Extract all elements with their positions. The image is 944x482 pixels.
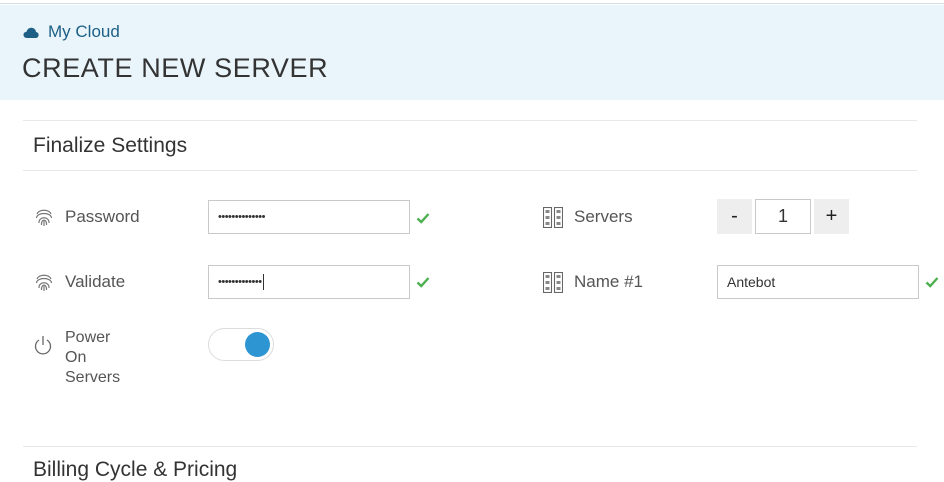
servers-label: Servers [542, 206, 633, 228]
section-divider [23, 446, 917, 447]
power-label-line: Servers [65, 369, 121, 386]
name-check-icon [925, 277, 939, 288]
name-label-text: Name #1 [574, 272, 643, 291]
power-icon [33, 334, 53, 361]
page-header: My Cloud CREATE NEW SERVER [0, 5, 944, 100]
server-name-input[interactable] [717, 265, 919, 299]
billing-section-title: Billing Cycle & Pricing [33, 458, 238, 481]
password-input[interactable]: •••••••••••••• [208, 200, 410, 234]
servers-count-input[interactable] [755, 199, 811, 234]
server-rack-icon [542, 206, 564, 228]
validate-input[interactable]: ••••••••••••• [208, 265, 410, 299]
section-title: Finalize Settings [33, 134, 188, 157]
breadcrumb-link[interactable]: My Cloud [48, 22, 120, 41]
validate-label: Validate [33, 271, 125, 293]
password-label: Password [33, 206, 140, 228]
password-check-icon [416, 213, 430, 224]
cloud-icon [23, 27, 39, 38]
fingerprint-icon [33, 271, 55, 293]
breadcrumb[interactable]: My Cloud [23, 22, 120, 42]
top-border [0, 0, 944, 4]
servers-label-text: Servers [574, 207, 633, 226]
power-label-line: On [65, 349, 87, 366]
name-label: Name #1 [542, 271, 643, 293]
increment-servers-button[interactable]: + [814, 199, 849, 234]
power-on-toggle[interactable] [208, 328, 274, 361]
fingerprint-icon [33, 206, 55, 228]
validate-check-icon [416, 277, 430, 288]
decrement-servers-button[interactable]: - [717, 199, 752, 234]
toggle-knob [245, 332, 270, 357]
password-label-text: Password [65, 207, 140, 226]
text-caret [262, 274, 264, 290]
server-rack-icon [542, 271, 564, 293]
power-on-servers-label: Power On Servers [65, 328, 120, 388]
power-label-line: Power [65, 329, 111, 346]
section-divider [23, 170, 917, 171]
validate-label-text: Validate [65, 272, 126, 291]
password-value: •••••••••••••• [218, 211, 265, 223]
validate-value: ••••••••••••• [218, 276, 262, 288]
section-divider [23, 120, 917, 121]
page-title: CREATE NEW SERVER [22, 53, 329, 83]
